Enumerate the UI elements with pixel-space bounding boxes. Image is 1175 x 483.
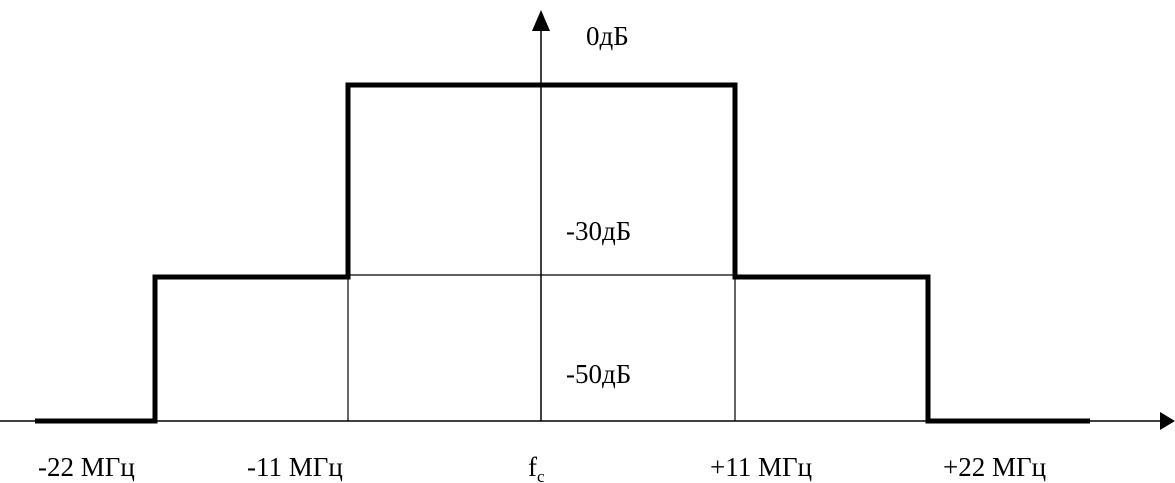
tick-label-plus22: +22 МГц bbox=[943, 452, 1046, 482]
tick-label-fc-sub: c bbox=[537, 467, 545, 483]
tick-label-fc-main: f bbox=[528, 452, 537, 482]
level-axis-arrow-icon bbox=[532, 10, 550, 31]
label-level-30: -30дБ bbox=[566, 216, 631, 246]
tick-label-minus22: -22 МГц bbox=[38, 452, 135, 482]
label-level-0: 0дБ bbox=[586, 21, 629, 51]
tick-label-fc: fc bbox=[528, 452, 545, 483]
frequency-axis-arrow-icon bbox=[1160, 412, 1175, 430]
label-level-50: -50дБ bbox=[566, 359, 631, 389]
spectrum-mask bbox=[35, 82, 1090, 424]
tick-label-minus11: -11 МГц bbox=[247, 452, 343, 482]
tick-label-plus11: +11 МГц bbox=[710, 452, 812, 482]
